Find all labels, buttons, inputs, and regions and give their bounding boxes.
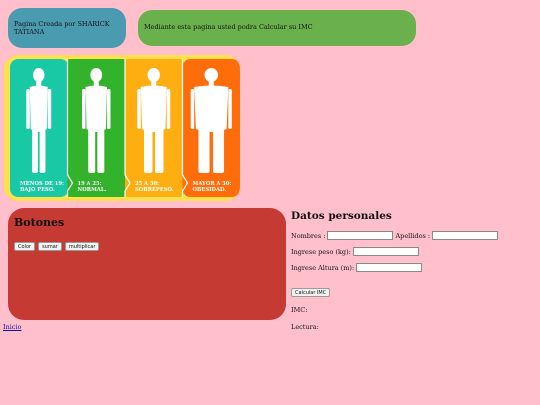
peso-row: Ingrese peso (kg): [291,247,536,256]
imc-output: IMC: [291,306,308,314]
imc-range-label: 19 A 25: [78,181,102,187]
form-title: Datos personales [291,210,392,222]
name-row: Nombres : Apellidos : [291,231,536,240]
apellidos-input[interactable] [432,231,499,240]
body-silhouette-icon [82,68,111,173]
nombres-input[interactable] [327,231,394,240]
panel-divider [66,59,74,197]
imc-category-label: SOBREPESO. [135,187,174,193]
imc-category-label: NORMAL. [78,187,107,193]
multiplicar-button[interactable]: multiplicar [64,242,100,251]
imc-range-label: MENOS DE 19: [20,181,64,187]
imc-range-label: MAYOR A 30: [193,181,232,187]
altura-input[interactable] [356,263,423,272]
botones-title: Botones [14,216,65,229]
peso-input[interactable] [352,247,419,256]
calcular-imc-button[interactable]: Calcular IMC [291,288,331,297]
body-silhouette-icon [137,68,171,173]
color-button[interactable]: Color [14,242,36,251]
sumar-button[interactable]: sumar [38,242,62,251]
intro-box: Mediante esta pagina usted podra Calcula… [138,10,416,46]
apellidos-label: Apellidos : [395,231,431,240]
panel-divider [181,59,189,197]
body-silhouette-icon [190,68,232,173]
lectura-output: Lectura: [291,323,319,331]
imc-range-label: 25 A 30: [135,181,159,187]
botones-row: Color sumar multiplicar [14,242,100,251]
altura-label: Ingrese Altura (m): [291,263,355,272]
inicio-link[interactable]: Inicio [3,323,22,331]
body-silhouette-icon [26,68,52,173]
author-box: Pagina Creada por SHARICK TATIANA [8,8,126,48]
imc-categories-image: MENOS DE 19:BAJO PESO. 19 A 25:NORMAL. 25 … [4,55,240,201]
imc-category-label: BAJO PESO. [20,187,55,193]
botones-panel: Botones Color sumar multiplicar [8,208,286,320]
panel-divider [124,59,131,197]
imc-categories-graphic: MENOS DE 19:BAJO PESO. 19 A 25:NORMAL. 25 … [10,59,240,197]
peso-label: Ingrese peso (kg): [291,247,351,256]
datos-personales-form: Datos personales Nombres : Apellidos : I… [291,210,536,340]
nombres-label: Nombres : [291,231,326,240]
intro-text: Mediante esta pagina usted podra Calcula… [144,23,313,31]
author-text: Pagina Creada por SHARICK TATIANA [14,20,110,37]
imc-category-label: OBESIDAD. [193,187,227,193]
altura-row: Ingrese Altura (m): [291,263,536,272]
